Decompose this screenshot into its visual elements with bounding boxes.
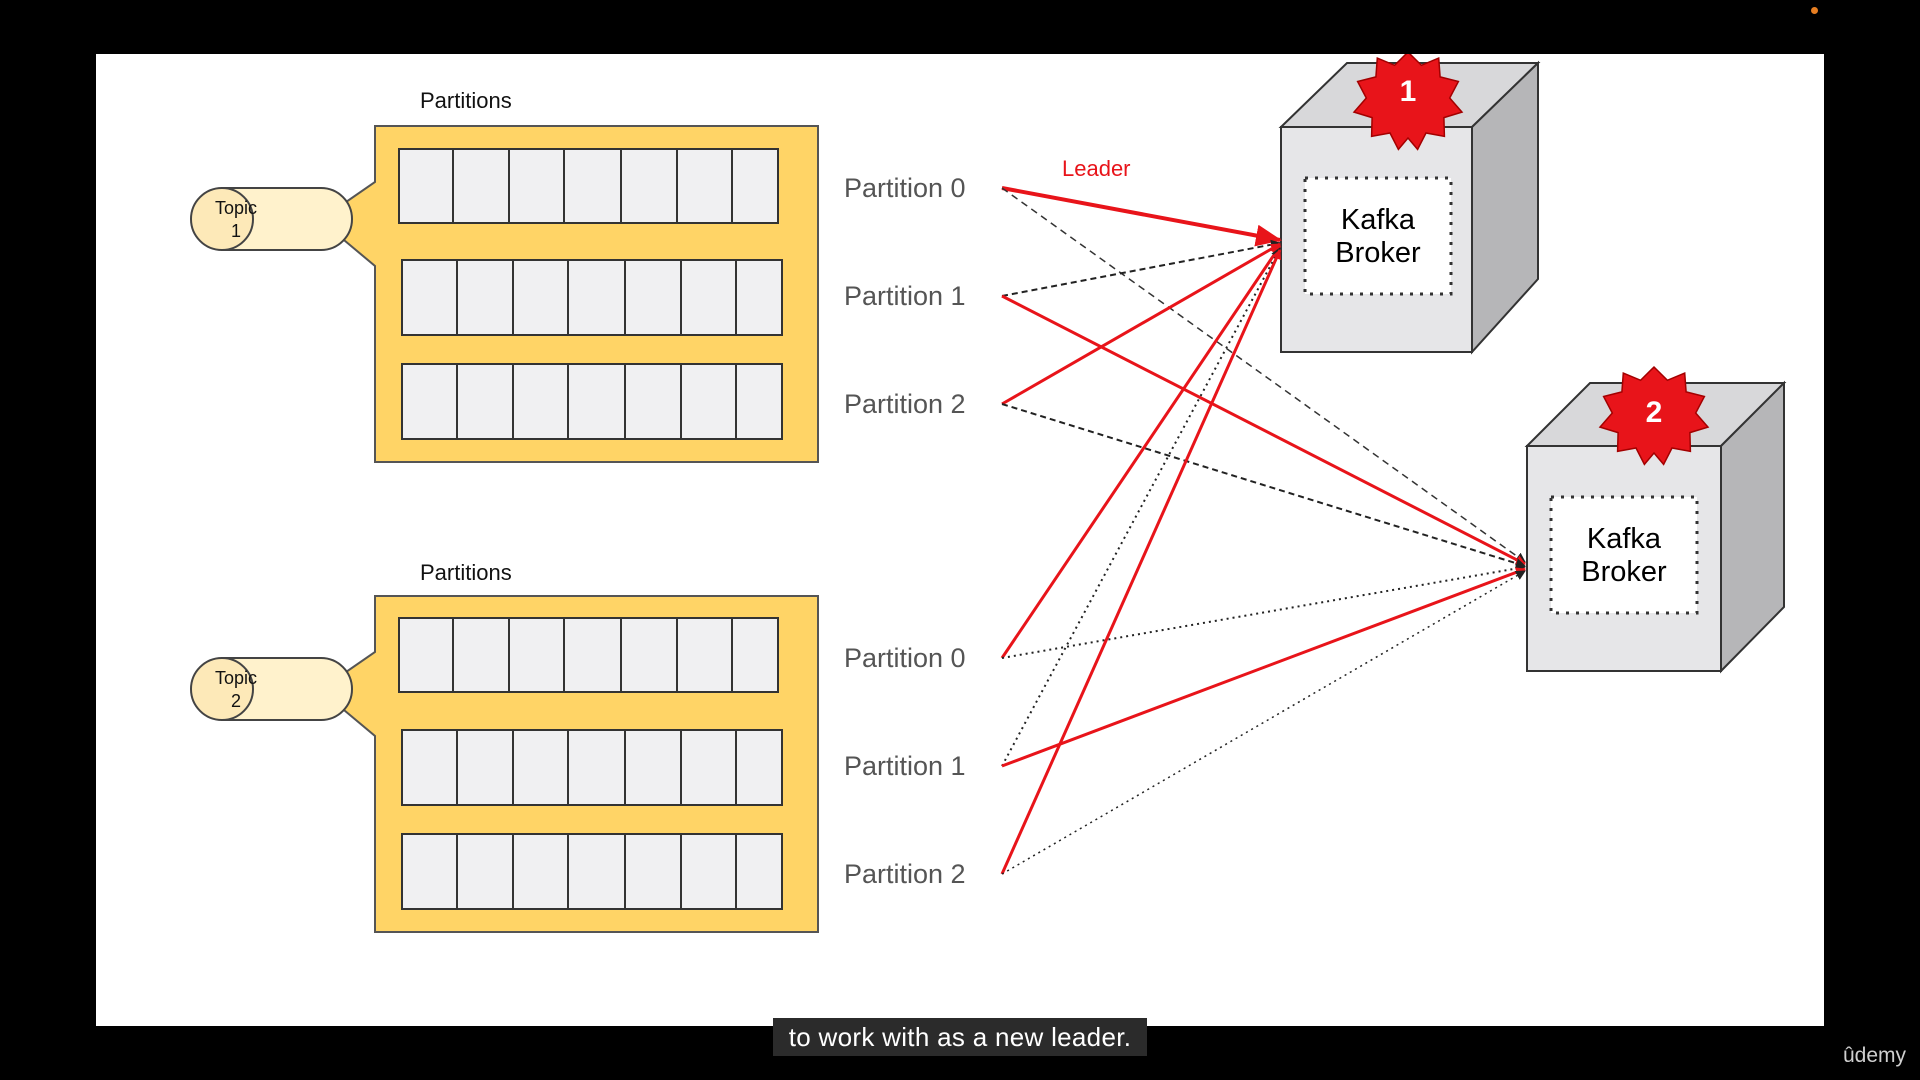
- subtitle-caption: to work with as a new leader.: [773, 1018, 1147, 1056]
- partition-labels: Partition 0 Partition 1 Partition 2 Part…: [844, 173, 966, 889]
- leader-label: Leader: [1062, 156, 1131, 181]
- arrow-t2p2-broker1: [1000, 249, 1282, 875]
- topic-2-cylinder: Topic 2: [190, 657, 353, 721]
- label-t2-partition-0: Partition 0: [844, 643, 966, 673]
- broker-1-badge-number: 1: [1400, 75, 1417, 108]
- partitions-title-1: Partitions: [420, 88, 512, 113]
- topic-2-number: 2: [231, 691, 241, 711]
- arrow-t2p2-broker2: [1001, 570, 1526, 875]
- topic-2-group: Partitions Topic 2: [190, 560, 819, 933]
- partition-row-t1-p2: [401, 363, 783, 440]
- label-t2-partition-2: Partition 2: [844, 859, 966, 889]
- partition-row-t2-p2: [401, 833, 783, 910]
- topic-1-cylinder: Topic 1: [190, 187, 353, 251]
- partition-row-t2-p0: [398, 617, 779, 693]
- arrow-t2p1-broker1: [1001, 247, 1281, 767]
- label-t1-partition-0: Partition 0: [844, 173, 966, 203]
- broker-2-label-line1: Kafka: [1587, 523, 1662, 555]
- topic-1-group: Partitions Topic 1: [190, 88, 819, 463]
- topic-1-number: 1: [231, 221, 241, 241]
- udemy-logo: ûdemy: [1843, 1044, 1907, 1067]
- broker-2-label-line2: Broker: [1581, 556, 1667, 588]
- arrow-t2p0-broker2: [1001, 563, 1526, 659]
- topic-2-label: Topic: [215, 668, 257, 688]
- broker-1-label-line1: Kafka: [1341, 204, 1416, 236]
- partition-row-t1-p1: [401, 259, 783, 336]
- arrow-t1p0-broker1-leader: [1001, 186, 1282, 247]
- partition-row-t1-p0: [398, 148, 779, 224]
- kafka-diagram: Partitions Topic 1 Partitions: [190, 50, 1787, 933]
- partition-row-t2-p1: [401, 729, 783, 806]
- arrow-t1p1-broker2: [1001, 294, 1526, 566]
- replication-arrows: [1000, 186, 1526, 875]
- broker-2: Kafka Broker 2: [1524, 365, 1787, 674]
- broker-2-badge-number: 2: [1646, 396, 1663, 429]
- arrow-t1p1-broker1: [1001, 239, 1281, 297]
- broker-1-label-line2: Broker: [1335, 237, 1421, 269]
- arrow-t1p2-broker2: [1001, 403, 1526, 569]
- broker-2-star-badge: 2: [1598, 365, 1710, 466]
- label-t2-partition-1: Partition 1: [844, 751, 966, 781]
- broker-1: Kafka Broker 1: [1278, 50, 1541, 355]
- label-t1-partition-1: Partition 1: [844, 281, 966, 311]
- broker-1-star-badge: 1: [1352, 50, 1464, 151]
- slide: Partitions Topic 1 Partitions: [96, 50, 1824, 1026]
- arrow-t2p0-broker1: [1000, 245, 1282, 659]
- topic-1-label: Topic: [215, 198, 257, 218]
- recording-indicator: [1811, 7, 1818, 14]
- label-t1-partition-2: Partition 2: [844, 389, 966, 419]
- arrow-t2p1-broker2: [1001, 567, 1526, 768]
- partitions-title-2: Partitions: [420, 560, 512, 585]
- arrow-t1p2-broker1: [1001, 242, 1281, 406]
